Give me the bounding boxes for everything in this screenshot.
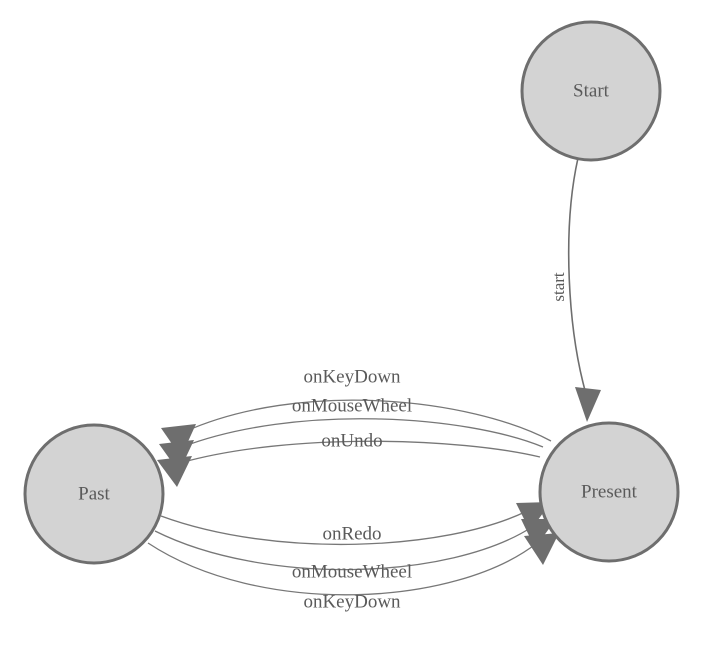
node-start-circle [520,20,662,162]
edge-wheel-up-path [181,418,544,448]
edge-start-arrowhead [575,387,601,422]
edge-wheel-down-path [154,526,533,571]
edge-start-label: start [549,272,568,302]
edge-wheel-down-arrowhead [521,519,556,548]
edge-keydown-down-arrowhead [524,533,559,565]
edge-wheel-up-arrowhead [159,440,194,472]
edge-wheel-up-label: onMouseWheel [292,395,412,416]
edge-redo-label: onRedo [322,523,381,544]
edge-keydown-up-label: onKeyDown [303,366,401,387]
edge-undo-present-to-past[interactable]: onUndo [157,430,541,487]
node-past[interactable]: Past [23,423,165,565]
edge-keydown-present-to-past[interactable]: onKeyDown [161,366,552,457]
edge-redo-path [160,510,528,546]
node-present-circle [538,421,680,563]
edge-mousewheel-present-to-past[interactable]: onMouseWheel [159,395,544,472]
edge-keydown-up-arrowhead [161,424,196,457]
edge-undo-path [179,440,541,464]
edge-keydown-down-path [147,542,538,596]
edge-mousewheel-past-to-present[interactable]: onMouseWheel [154,519,556,582]
node-past-circle [23,423,165,565]
edge-wheel-down-label: onMouseWheel [292,561,412,582]
node-start[interactable]: Start [520,20,662,162]
edge-keydown-up-path [183,399,552,442]
edge-undo-arrowhead [157,456,192,487]
edge-start[interactable]: start [549,157,601,422]
edge-start-path [567,157,587,395]
edge-redo-past-to-present[interactable]: onRedo [160,502,551,546]
node-present[interactable]: Present [538,421,680,563]
